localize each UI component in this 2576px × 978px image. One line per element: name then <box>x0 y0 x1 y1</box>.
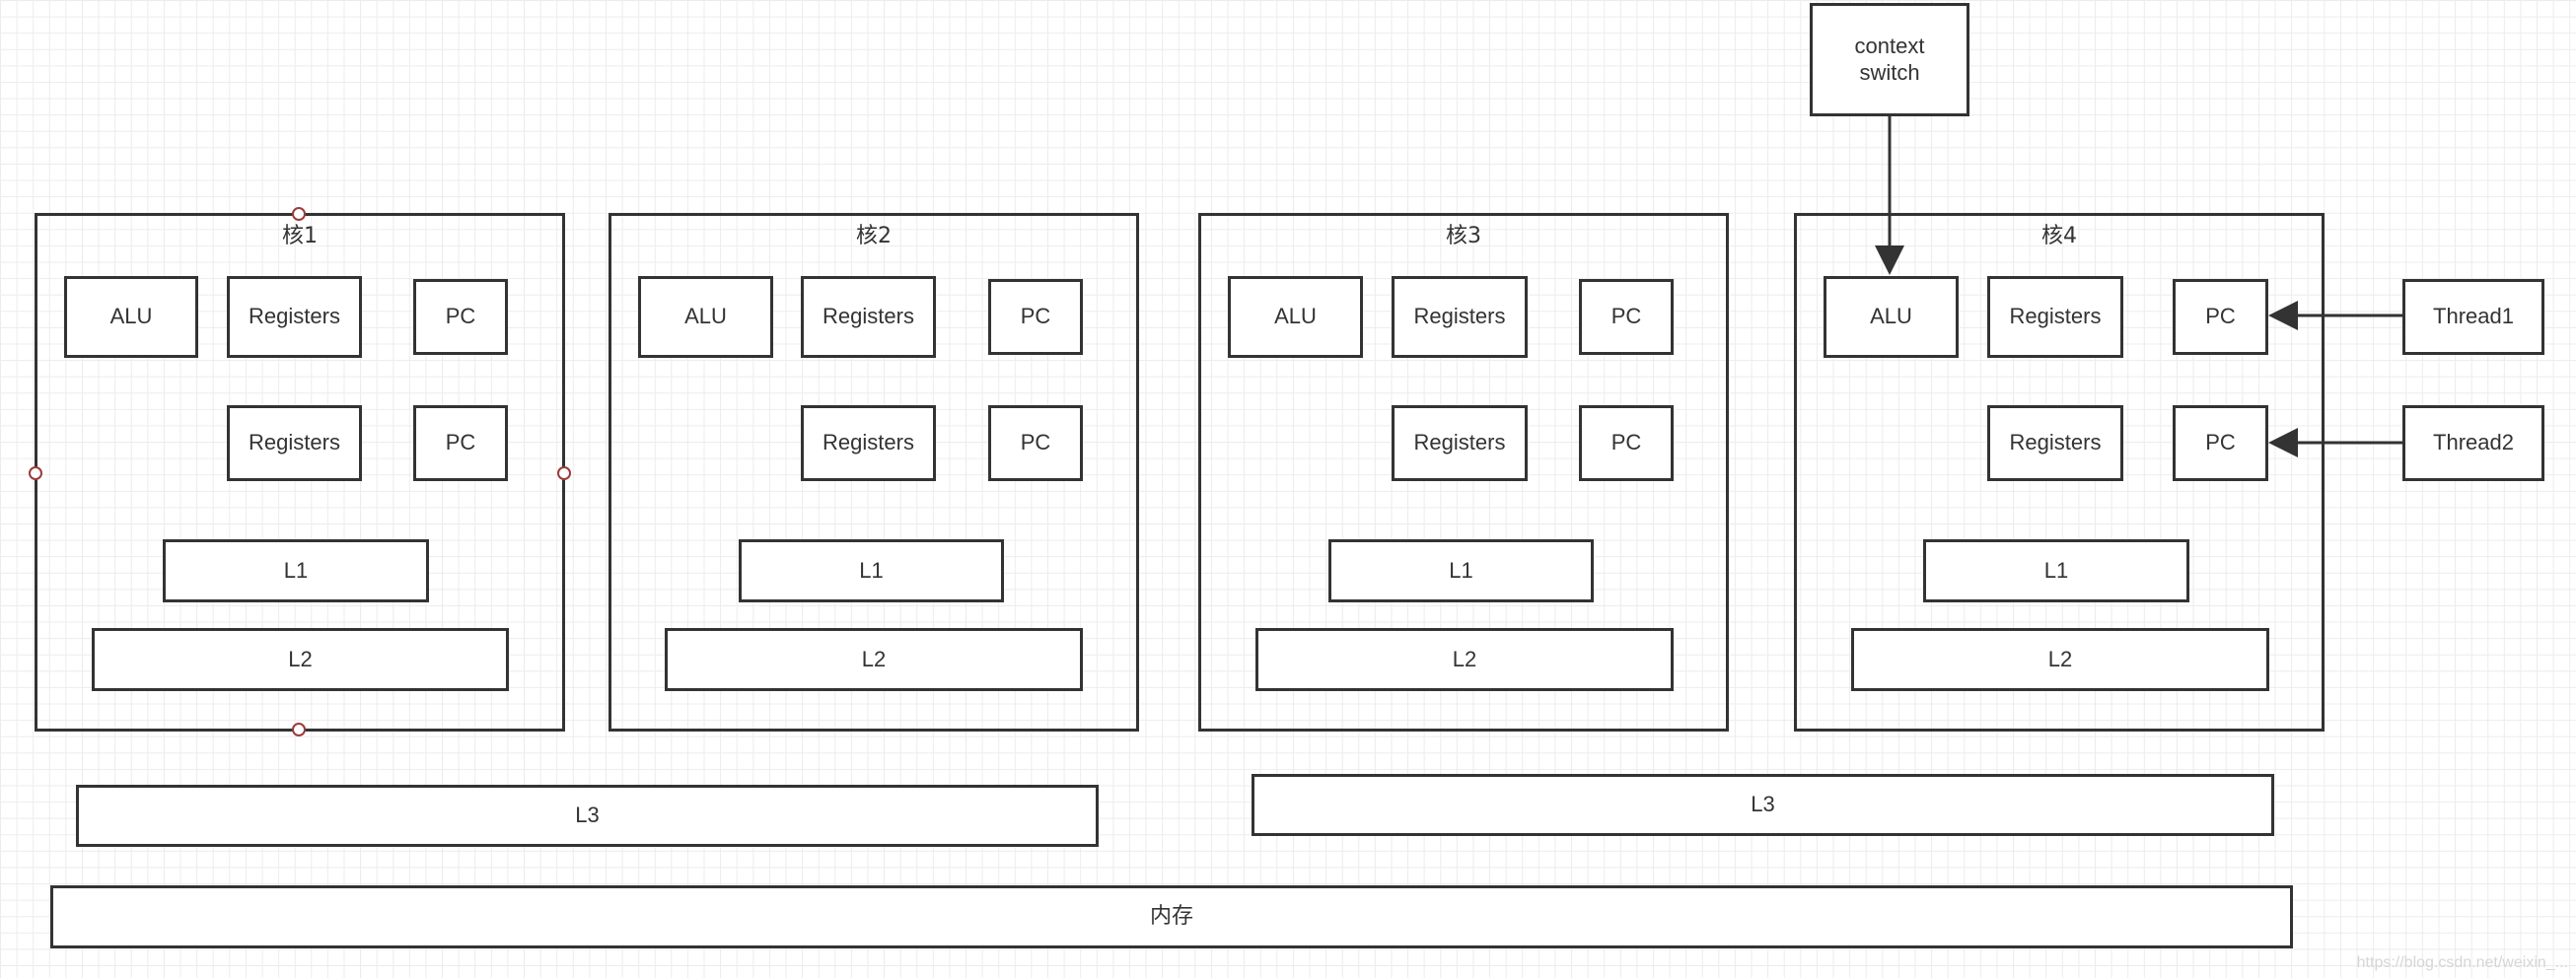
core-1-registers-top[interactable]: Registers <box>227 276 362 358</box>
core-2-title: 核2 <box>856 224 892 248</box>
thread2-box[interactable]: Thread2 <box>2402 405 2544 481</box>
selection-handle-top[interactable] <box>292 207 306 221</box>
core-4-registers-bottom[interactable]: Registers <box>1987 405 2123 481</box>
core-2-l2[interactable]: L2 <box>665 628 1083 691</box>
core-2-box[interactable]: 核2 <box>608 213 1139 732</box>
core-4-l1[interactable]: L1 <box>1923 539 2189 602</box>
context-switch-box[interactable]: context switch <box>1810 3 1969 116</box>
core-4-box[interactable]: 核4 <box>1794 213 2325 732</box>
core-1-title: 核1 <box>282 224 318 248</box>
l3-cache-left[interactable]: L3 <box>76 785 1099 847</box>
core-2-registers-top[interactable]: Registers <box>801 276 936 358</box>
core-4-alu[interactable]: ALU <box>1824 276 1959 358</box>
watermark: https://blog.csdn.net/weixin_... <box>2356 954 2568 971</box>
selection-handle-right[interactable] <box>557 466 571 480</box>
core-1-pc-bottom[interactable]: PC <box>413 405 508 481</box>
core-4-l2[interactable]: L2 <box>1851 628 2269 691</box>
thread1-box[interactable]: Thread1 <box>2402 279 2544 355</box>
core-2-pc-top[interactable]: PC <box>988 279 1083 355</box>
core-4-pc-top[interactable]: PC <box>2173 279 2268 355</box>
core-2-pc-bottom[interactable]: PC <box>988 405 1083 481</box>
core-3-l2[interactable]: L2 <box>1255 628 1674 691</box>
selection-handle-bottom[interactable] <box>292 723 306 736</box>
core-3-alu[interactable]: ALU <box>1228 276 1363 358</box>
core-3-title: 核3 <box>1446 224 1481 248</box>
core-4-pc-bottom[interactable]: PC <box>2173 405 2268 481</box>
core-4-registers-top[interactable]: Registers <box>1987 276 2123 358</box>
core-3-l1[interactable]: L1 <box>1328 539 1594 602</box>
selection-handle-left[interactable] <box>29 466 42 480</box>
core-2-alu[interactable]: ALU <box>638 276 773 358</box>
core-1-l2[interactable]: L2 <box>92 628 509 691</box>
l3-cache-right[interactable]: L3 <box>1252 774 2274 836</box>
core-3-registers-bottom[interactable]: Registers <box>1392 405 1528 481</box>
core-2-registers-bottom[interactable]: Registers <box>801 405 936 481</box>
memory-box[interactable]: 内存 <box>50 885 2293 948</box>
core-1-l1[interactable]: L1 <box>163 539 429 602</box>
core-3-box[interactable]: 核3 <box>1198 213 1729 732</box>
core-1-registers-bottom[interactable]: Registers <box>227 405 362 481</box>
core-1-alu[interactable]: ALU <box>64 276 198 358</box>
core-3-registers-top[interactable]: Registers <box>1392 276 1528 358</box>
core-2-l1[interactable]: L1 <box>739 539 1004 602</box>
core-3-pc-top[interactable]: PC <box>1579 279 1674 355</box>
core-4-title: 核4 <box>2041 224 2077 248</box>
core-3-pc-bottom[interactable]: PC <box>1579 405 1674 481</box>
core-1-pc-top[interactable]: PC <box>413 279 508 355</box>
